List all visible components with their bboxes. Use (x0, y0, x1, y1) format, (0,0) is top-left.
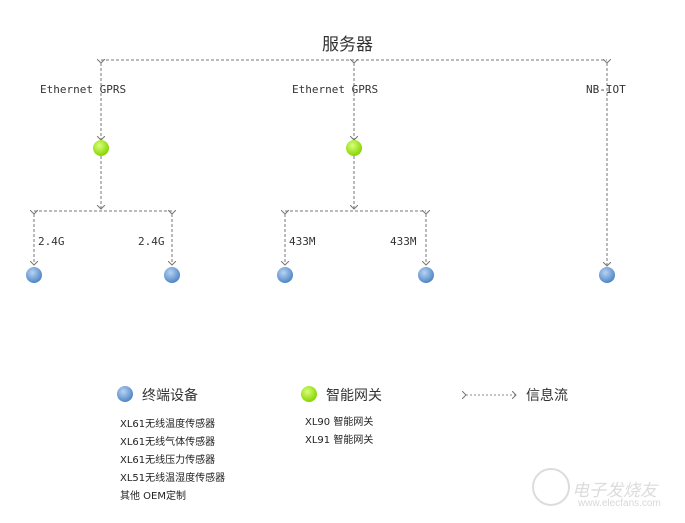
legend-gateway-label: 智能网关 (326, 388, 382, 404)
terminal-node (164, 267, 180, 283)
gateway-node-mid (346, 140, 362, 156)
terminal-node (599, 267, 615, 283)
terminal-node (26, 267, 42, 283)
watermark-cn: 电子发烧友 (572, 481, 657, 501)
legend-terminal-label: 终端设备 (142, 388, 198, 404)
watermark-url: www.elecfans.com (578, 498, 661, 509)
watermark-logo-icon (532, 468, 570, 506)
legend-terminal-dot (117, 386, 133, 402)
left-link-b-label: 2.4G (138, 235, 165, 248)
mid-uplink-label: Ethernet GPRS (292, 83, 379, 96)
left-uplink-label: Ethernet GPRS (40, 83, 127, 96)
terminal-device-item: 其他 OEM定制 (120, 491, 186, 502)
right-uplink-label: NB-IOT (586, 83, 626, 96)
left-link-a-label: 2.4G (38, 235, 65, 248)
legend-flow-label: 信息流 (526, 388, 568, 404)
gateway-node-left (93, 140, 109, 156)
server-label: 服务器 (322, 35, 373, 55)
gateway-device-list: XL90 智能网关 XL91 智能网关 (305, 414, 373, 450)
terminal-device-list: XL61无线温度传感器 XL61无线气体传感器 XL61无线压力传感器 XL51… (120, 416, 225, 506)
terminal-device-item: XL61无线压力传感器 (120, 455, 216, 466)
gateway-device-item: XL91 智能网关 (305, 435, 374, 446)
mid-link-a-label: 433M (289, 235, 316, 248)
terminal-device-item: XL51无线温湿度传感器 (120, 473, 226, 484)
terminal-device-item: XL61无线气体传感器 (120, 437, 216, 448)
terminal-node (277, 267, 293, 283)
terminal-node (418, 267, 434, 283)
gateway-device-item: XL90 智能网关 (305, 417, 374, 428)
mid-link-b-label: 433M (390, 235, 417, 248)
legend-gateway-dot (301, 386, 317, 402)
terminal-device-item: XL61无线温度传感器 (120, 419, 216, 430)
